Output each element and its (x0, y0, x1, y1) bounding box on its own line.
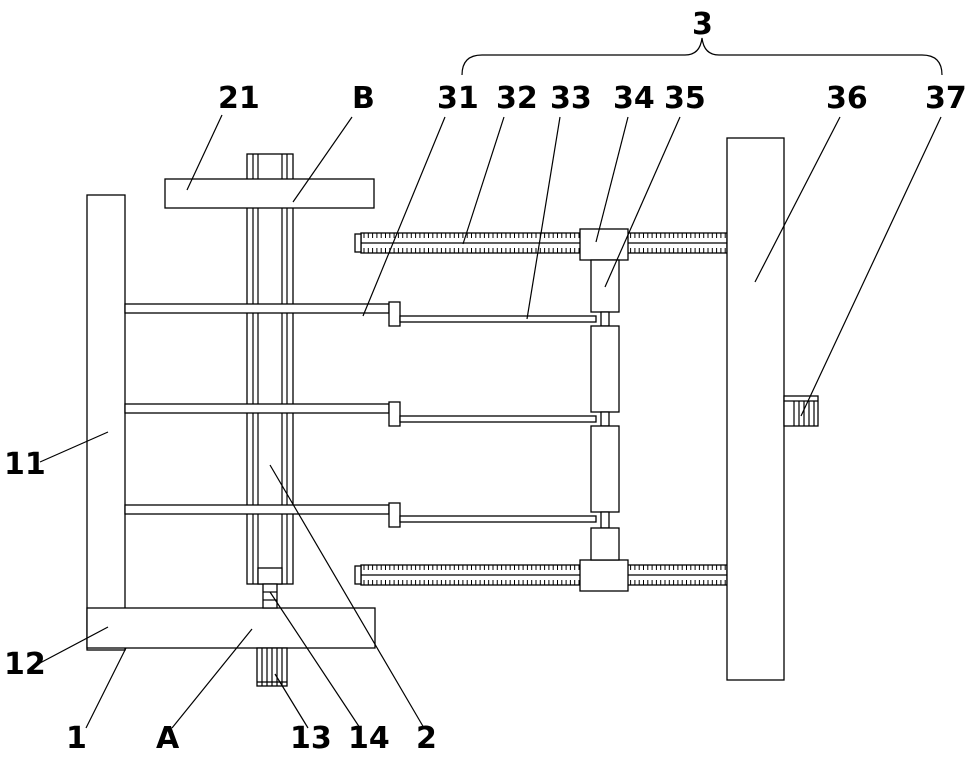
leader-35 (605, 117, 680, 287)
label-B: B (352, 81, 375, 116)
label-12: 12 (4, 647, 46, 682)
leader-1 (86, 648, 126, 728)
lead-screw-bottom (355, 565, 727, 585)
label-21: 21 (218, 81, 260, 116)
knob-37 (784, 396, 818, 426)
label-A: A (156, 721, 180, 756)
label-2: 2 (416, 721, 437, 756)
arm-upper (125, 302, 596, 326)
vertical-post-11 (87, 195, 125, 650)
coupling-14 (263, 584, 277, 608)
label-36: 36 (826, 81, 868, 116)
slider-35 (591, 260, 619, 560)
leader-34 (596, 117, 628, 242)
motor-13 (257, 648, 287, 686)
leader-32 (463, 117, 504, 244)
label-33: 33 (550, 81, 592, 116)
label-1: 1 (66, 721, 87, 756)
leader-31 (363, 117, 445, 316)
label-13: 13 (290, 721, 332, 756)
arm-lower (125, 503, 596, 527)
leader-13 (275, 674, 308, 728)
label-3: 3 (692, 7, 713, 42)
nut-block-bottom-34 (580, 560, 628, 591)
leader-33 (527, 117, 560, 319)
nut-block-top-34 (580, 229, 628, 260)
label-35: 35 (664, 81, 706, 116)
label-32: 32 (496, 81, 538, 116)
group-brace-3 (462, 38, 942, 75)
right-plate-36 (727, 138, 784, 680)
label-11: 11 (4, 447, 46, 482)
guide-column-2 (247, 154, 293, 584)
base-plate-12 (87, 608, 375, 648)
label-37: 37 (925, 81, 967, 116)
lead-screws-32 (355, 233, 727, 585)
label-31: 31 (437, 81, 479, 116)
label-14: 14 (348, 721, 390, 756)
arm-middle (125, 402, 596, 426)
top-plate-21 (165, 179, 374, 208)
label-34: 34 (613, 81, 655, 116)
frame-1 (87, 195, 375, 650)
leader-37 (801, 117, 941, 416)
